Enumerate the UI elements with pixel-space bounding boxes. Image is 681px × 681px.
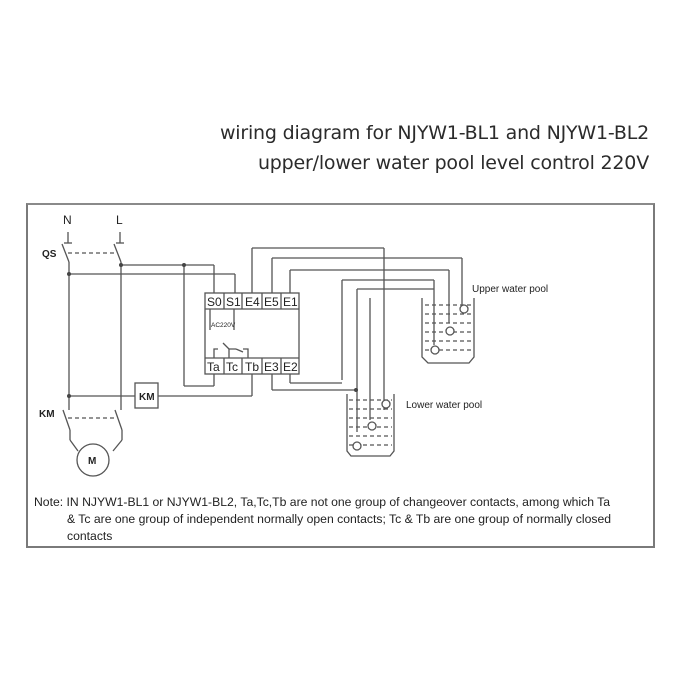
- live-terminal-icon: [116, 232, 124, 244]
- note-text: Note: IN NJYW1-BL1 or NJYW1-BL2, Ta,Tc,T…: [34, 494, 654, 545]
- terminal-e3: E3: [264, 360, 279, 374]
- terminal-e5: E5: [264, 295, 279, 309]
- terminal-tb: Tb: [245, 360, 259, 374]
- motor-label: M: [88, 456, 96, 467]
- terminal-e4: E4: [245, 295, 260, 309]
- terminal-s0: S0: [207, 295, 222, 309]
- lower-pool-label: Lower water pool: [406, 400, 482, 411]
- km-contacts-icon: [62, 409, 123, 452]
- km-contacts-label: KM: [39, 409, 55, 420]
- supply-voltage-label: AC220V: [211, 322, 236, 329]
- upper-water-pool: [421, 298, 475, 364]
- upper-pool-label: Upper water pool: [472, 284, 548, 295]
- note-line-3: contacts: [67, 529, 113, 543]
- km-coil-label: KM: [139, 392, 155, 403]
- terminal-e2: E2: [283, 360, 298, 374]
- lower-water-pool: [346, 394, 395, 457]
- note-line-2: & Tc are one group of independent normal…: [67, 512, 612, 526]
- qs-label: QS: [42, 249, 57, 260]
- qs-switch-icon: [61, 243, 122, 263]
- terminal-s1: S1: [226, 295, 241, 309]
- junction-dots: [67, 263, 358, 398]
- diagram-title-line-1: wiring diagram for NJYW1-BL1 and NJYW1-B…: [219, 122, 649, 144]
- live-label: L: [116, 213, 123, 227]
- diagram-frame: [26, 203, 655, 548]
- controller-module: [204, 292, 300, 375]
- neutral-label: N: [63, 213, 72, 227]
- note-line-1: Note: IN NJYW1-BL1 or NJYW1-BL2, Ta,Tc,T…: [34, 495, 611, 509]
- neutral-terminal-icon: [64, 232, 72, 244]
- motor-icon: [76, 443, 110, 477]
- diagram-title-line-2: upper/lower water pool level control 220…: [257, 152, 649, 174]
- terminal-e1: E1: [283, 295, 298, 309]
- terminal-ta: Ta: [207, 360, 220, 374]
- terminal-tc: Tc: [226, 360, 238, 374]
